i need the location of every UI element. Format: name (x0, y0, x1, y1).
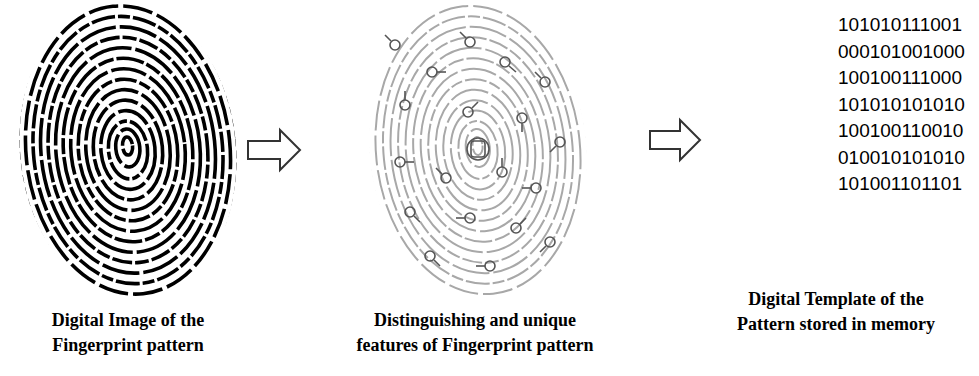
binary-template: 101010111001 000101001000 100100111000 1… (838, 12, 974, 198)
figure-panel: Distinguishing and unique features of Fi… (305, 0, 645, 362)
block-arrow (650, 120, 700, 160)
caption-text: Distinguishing and unique features of Fi… (349, 308, 601, 358)
fingerprint-image (3, 0, 253, 316)
minutiae-markers (385, 32, 565, 271)
block-arrow (248, 130, 300, 170)
caption-text: Digital Image of the Fingerprint pattern (28, 308, 228, 358)
caption-text: Digital Template of the Pattern stored i… (726, 287, 946, 337)
figure-panel: 101010111001 000101001000 100100111000 1… (705, 0, 976, 341)
fingerprint-features (353, 0, 603, 316)
figure-panel: Digital Image of the Fingerprint pattern (13, 0, 243, 362)
